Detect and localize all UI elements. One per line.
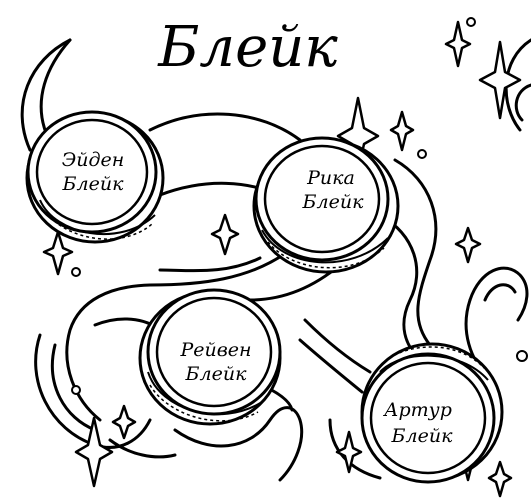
sparkle-icon	[489, 462, 511, 496]
sparkle-icon	[113, 406, 135, 438]
sparkle-icon	[76, 418, 112, 486]
last-name-rika: Блейк	[302, 191, 365, 213]
first-name-raven: Рейвен	[179, 339, 251, 361]
sparkle-icon	[456, 228, 480, 262]
sparkle-icon	[391, 112, 413, 150]
sparkle-icon	[480, 42, 520, 118]
first-name-aiden: Эйден	[62, 149, 125, 171]
family-title: Блейк	[157, 15, 338, 80]
sparkle-icon	[446, 22, 470, 66]
sparkle-icon	[337, 432, 361, 472]
last-name-aiden: Блейк	[62, 173, 125, 195]
sparkle-icon	[212, 215, 238, 254]
first-name-rika: Рика	[306, 167, 355, 189]
last-name-arthur: Блейк	[391, 425, 454, 447]
first-name-arthur: Артур	[382, 399, 452, 421]
last-name-raven: Блейк	[185, 363, 248, 385]
